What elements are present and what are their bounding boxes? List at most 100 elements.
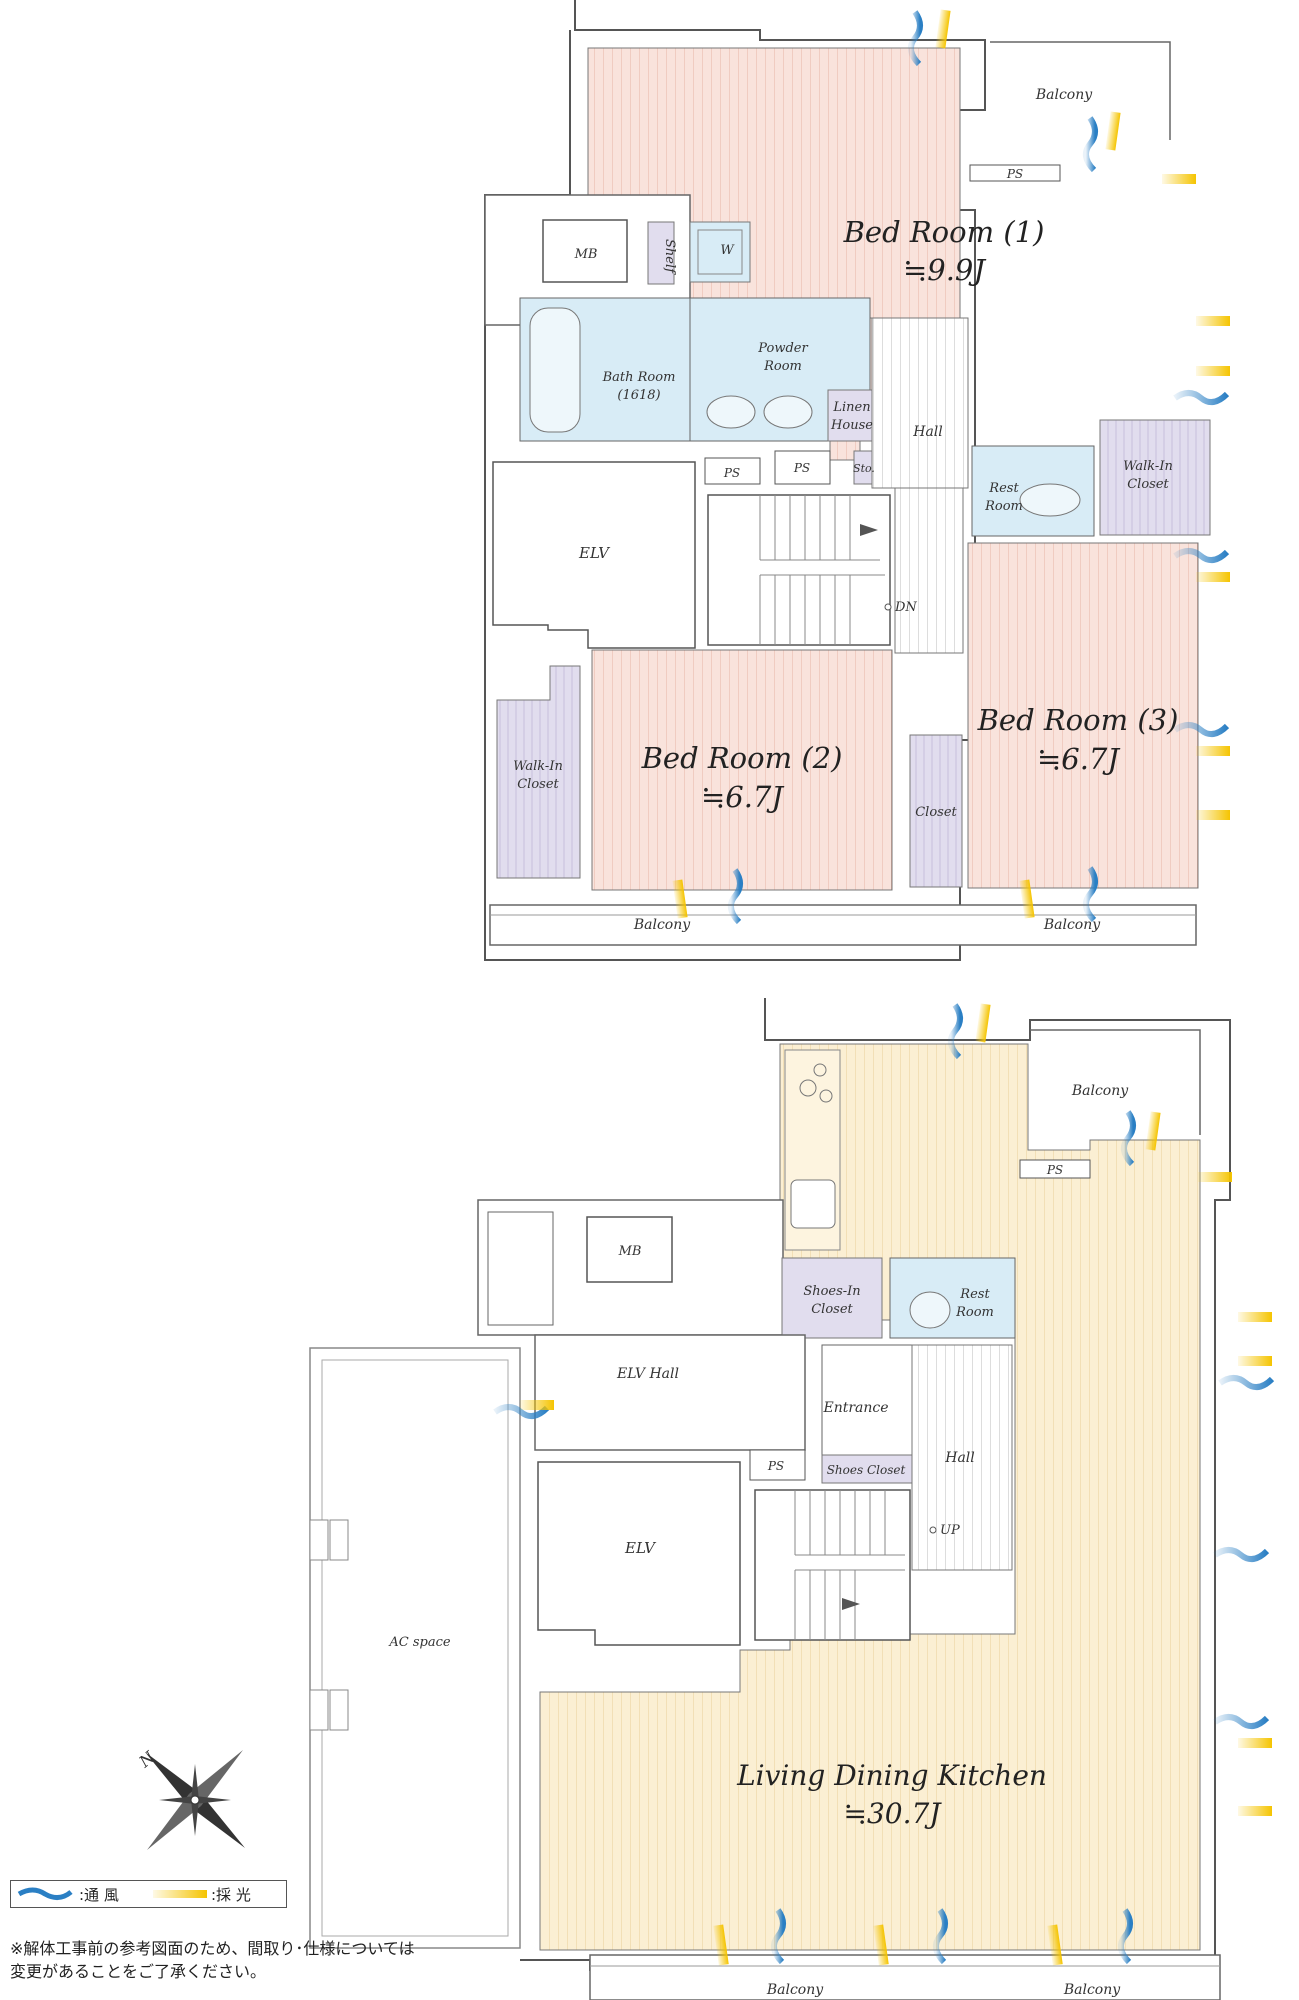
disclaimer-line-2: 変更があることをご了承ください。 bbox=[10, 1962, 267, 1981]
shelf-label: Shelf bbox=[662, 239, 677, 275]
bed-room-3-label: Bed Room (3) bbox=[977, 703, 1179, 737]
upper-hall-lower bbox=[894, 487, 964, 654]
w-label: W bbox=[720, 243, 735, 258]
walk-in-closet-left-label-2: Closet bbox=[517, 777, 559, 792]
ldk-size: ≒30.7J bbox=[843, 1797, 942, 1830]
powder-room-label-2: Room bbox=[763, 359, 802, 374]
elevator-shaft-upper bbox=[492, 461, 696, 649]
walk-in-closet-right-label-2: Closet bbox=[1127, 477, 1169, 492]
walk-in-closet-right bbox=[1099, 419, 1211, 536]
shoes-in-closet-label-2: Closet bbox=[811, 1302, 853, 1317]
stove-burner-1-icon bbox=[799, 1079, 817, 1097]
hall-lower-label: Hall bbox=[944, 1450, 975, 1466]
ps-box-mid bbox=[774, 450, 831, 485]
shoes-in-closet-label-1: Shoes-In bbox=[803, 1284, 860, 1299]
storage bbox=[853, 450, 873, 485]
lower-staircase bbox=[754, 1489, 911, 1641]
dn-label: DN bbox=[894, 600, 917, 615]
balcony-south-lower bbox=[589, 1954, 1221, 2000]
staircase bbox=[707, 494, 891, 646]
sink-left bbox=[706, 395, 756, 429]
ps-box-top bbox=[969, 164, 1061, 182]
stair-start-marker bbox=[884, 603, 892, 611]
rest-room-label-1: Rest bbox=[988, 481, 1019, 496]
mb-lower-label: MB bbox=[618, 1244, 642, 1259]
balcony-south-upper bbox=[489, 904, 1197, 946]
entrance-label: Entrance bbox=[822, 1400, 888, 1416]
lower-floor: Living Dining Kitchen ≒30.7J Balcony Bal… bbox=[309, 998, 1275, 2000]
balcony-south-left-label: Balcony bbox=[633, 917, 691, 933]
powder-room-label-1: Powder bbox=[757, 341, 808, 356]
shoes-closet bbox=[821, 1454, 913, 1484]
upper-floor: Bed Room (1) ≒9.9J Bed Room (2) ≒6.7J Be… bbox=[484, 0, 1230, 961]
balcony-south-right-label: Balcony bbox=[1043, 917, 1101, 933]
balcony-south-lower-left-label: Balcony bbox=[766, 1982, 824, 1998]
shoes-in-closet bbox=[781, 1257, 883, 1339]
light-legend-label: :採 光 bbox=[211, 1886, 251, 1904]
washer-pan bbox=[697, 229, 743, 275]
elv-upper-label: ELV bbox=[578, 544, 611, 562]
bed-room-1-size: ≒9.9J bbox=[903, 253, 986, 287]
elv-lower-label: ELV bbox=[624, 1539, 657, 1557]
sto-label: Sto. bbox=[853, 462, 875, 475]
balcony-north-lower-label: Balcony bbox=[1071, 1083, 1129, 1099]
stove-burner-3-icon bbox=[813, 1063, 827, 1077]
lower-airflow-markers bbox=[493, 1003, 1275, 1966]
mb-box bbox=[542, 219, 628, 283]
sink-right bbox=[763, 395, 813, 429]
elevator-shaft-lower bbox=[537, 1461, 741, 1646]
bed-room-2-label: Bed Room (2) bbox=[641, 741, 843, 775]
up-label: UP bbox=[940, 1523, 960, 1538]
legend: :通 風 :採 光 bbox=[10, 1880, 287, 1908]
washer-space bbox=[689, 221, 751, 283]
stair-arrow-lower-icon bbox=[842, 1598, 860, 1610]
toilet-upper bbox=[1019, 483, 1081, 517]
ps-left-label: PS bbox=[723, 466, 740, 480]
closet-middle bbox=[909, 734, 963, 888]
ps-mid-label: PS bbox=[793, 461, 810, 475]
bed-room-1-area bbox=[587, 47, 961, 319]
walk-in-closet-left bbox=[496, 665, 581, 879]
closet-label: Closet bbox=[915, 805, 957, 820]
stair-arrow-icon bbox=[860, 524, 878, 536]
rest-room-lower-label-2: Room bbox=[955, 1305, 994, 1320]
shelf bbox=[647, 221, 675, 285]
bed-room-1-label: Bed Room (1) bbox=[843, 215, 1045, 249]
ac-space bbox=[309, 1347, 521, 1949]
linen-house-label-1: Linen bbox=[832, 400, 870, 415]
upper-airflow-markers bbox=[672, 9, 1230, 925]
wind-legend-icon bbox=[17, 1887, 73, 1900]
kitchen-sink bbox=[790, 1179, 836, 1229]
shoes-closet-label: Shoes Closet bbox=[827, 1463, 906, 1477]
ps-box-lower-top bbox=[1019, 1159, 1091, 1179]
disclaimer-line-1: ※解体工事前の参考図面のため、間取り･仕様については bbox=[10, 1939, 415, 1958]
hall-label-upper: Hall bbox=[912, 424, 943, 440]
ps-hall-label: PS bbox=[767, 1459, 784, 1473]
ac-space-inner bbox=[321, 1359, 509, 1937]
compass-north-label: N bbox=[135, 1747, 159, 1772]
linen-house-label-2: House bbox=[830, 418, 873, 433]
bed-room-3-floor bbox=[967, 542, 1199, 889]
walk-in-closet-right-label-1: Walk-In bbox=[1123, 459, 1173, 474]
bed-room-2-floor bbox=[591, 649, 893, 891]
linen-house bbox=[827, 389, 873, 442]
lower-shaft bbox=[487, 1211, 554, 1326]
stove-burner-2-icon bbox=[819, 1089, 833, 1103]
bath-size-label: (1618) bbox=[617, 388, 660, 403]
elv-hall-label: ELV Hall bbox=[616, 1366, 679, 1382]
walk-in-closet-left-label-1: Walk-In bbox=[513, 759, 563, 774]
ps-box-hall bbox=[749, 1449, 806, 1481]
balcony-north-upper bbox=[990, 41, 1171, 140]
compass-icon bbox=[145, 1750, 245, 1850]
balcony-south-lower-right-label: Balcony bbox=[1063, 1982, 1121, 1998]
light-legend-icon bbox=[153, 1890, 207, 1898]
mb-label: MB bbox=[574, 247, 598, 262]
upper-hall bbox=[871, 317, 969, 489]
stair-start-marker-lower bbox=[929, 1526, 937, 1534]
bed-room-3-size: ≒6.7J bbox=[1037, 742, 1120, 776]
rest-room-label-2: Room bbox=[984, 499, 1023, 514]
bed-room-2-size: ≒6.7J bbox=[701, 780, 784, 814]
lower-hall bbox=[911, 1344, 1013, 1571]
balcony-north-lower bbox=[1030, 1029, 1201, 1135]
